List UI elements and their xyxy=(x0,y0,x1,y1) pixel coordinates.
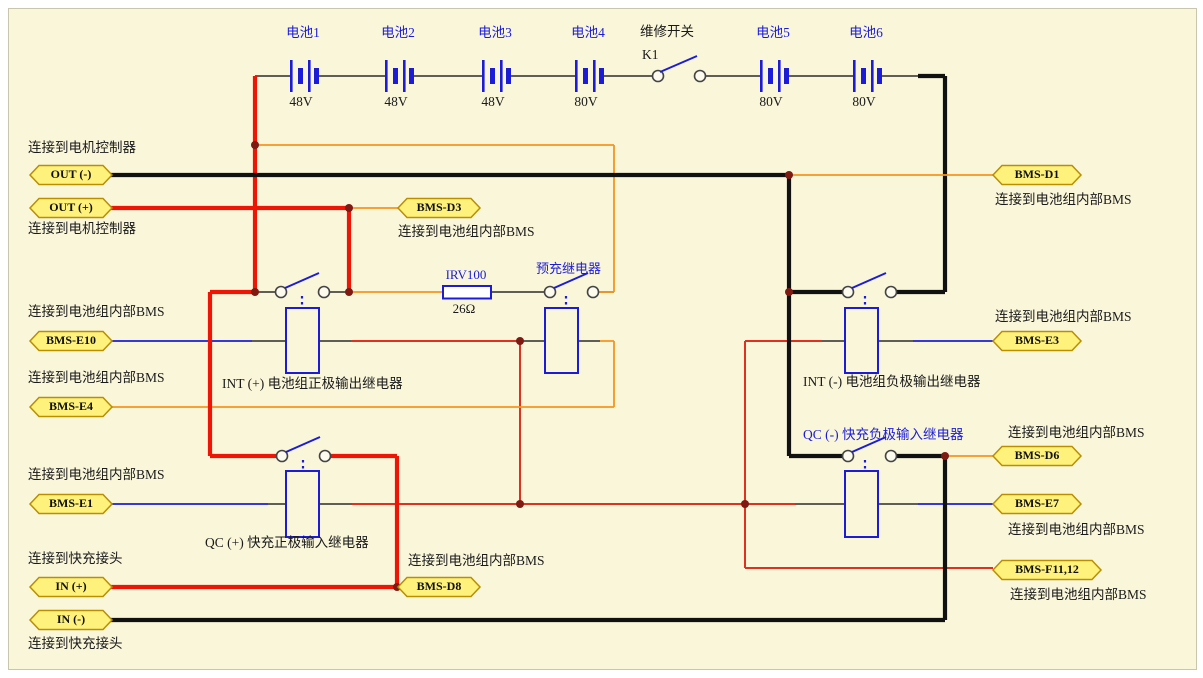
battery-6-voltage: 80V xyxy=(852,94,876,109)
relay-coil-qc-minus xyxy=(844,470,879,538)
battery-1-name: 电池1 xyxy=(286,25,320,40)
tag-bms-e7 xyxy=(991,493,1083,515)
tag-bms-e7-label: BMS-E7 xyxy=(1014,496,1059,510)
note-pack-bms-e1: 连接到电池组内部BMS xyxy=(28,467,165,482)
tag-bms-d3-label: BMS-D3 xyxy=(416,200,462,214)
tag-bms-e4 xyxy=(28,396,114,418)
battery-6-name: 电池6 xyxy=(849,25,883,40)
battery-4-name: 电池4 xyxy=(571,25,605,40)
tag-bms-d6-label: BMS-D6 xyxy=(1014,448,1060,462)
relay-label-int-minus: INT (-) 电池组负极输出继电器 xyxy=(803,374,981,389)
battery-5-voltage: 80V xyxy=(759,94,783,109)
note-pack-bms-e3: 连接到电池组内部BMS xyxy=(995,309,1132,324)
tag-bms-d8-label: BMS-D8 xyxy=(416,579,462,593)
note-pack-bms-e7: 连接到电池组内部BMS xyxy=(1008,522,1145,537)
service-switch-designator: K1 xyxy=(642,47,659,62)
note-qc-connector-bottom: 连接到快充接头 xyxy=(28,636,123,651)
wires-black-thin xyxy=(252,75,918,505)
tag-bms-d8 xyxy=(396,576,482,598)
battery-1-voltage: 48V xyxy=(289,94,313,109)
resistor-designator: IRV100 xyxy=(445,267,487,282)
note-pack-bms-d3: 连接到电池组内部BMS xyxy=(398,224,535,239)
tag-out-plus-label: OUT (+) xyxy=(49,200,93,214)
tag-bms-e10 xyxy=(28,330,114,352)
relay-label-qc-plus: QC (+) 快充正极输入继电器 xyxy=(205,535,369,550)
precharge-relay-label: 预充继电器 xyxy=(536,261,602,276)
tag-in-minus-label: IN (-) xyxy=(56,612,86,626)
note-pack-bms-d8: 连接到电池组内部BMS xyxy=(408,553,545,568)
resistor-value: 26Ω xyxy=(452,301,476,316)
note-pack-bms-f11-12: 连接到电池组内部BMS xyxy=(1010,587,1147,602)
relay-coil-precharge xyxy=(544,307,579,374)
wires-red-thin xyxy=(351,340,993,569)
actuator-links xyxy=(300,296,867,471)
tag-out-minus xyxy=(28,164,114,186)
service-switch-label: 维修开关 xyxy=(640,24,694,39)
k1-switch-terminal xyxy=(651,69,665,83)
tag-in-plus xyxy=(28,576,114,598)
battery-6-symbol xyxy=(853,60,882,92)
tag-bms-d1-label: BMS-D1 xyxy=(1014,167,1060,181)
note-pack-bms-d1: 连接到电池组内部BMS xyxy=(995,192,1132,207)
tag-bms-e4-label: BMS-E4 xyxy=(48,399,93,413)
tag-out-minus-label: OUT (-) xyxy=(50,167,92,181)
battery-2-symbol xyxy=(385,60,414,92)
relay-coil-int-minus xyxy=(844,307,879,374)
tag-bms-e3 xyxy=(991,330,1083,352)
tag-bms-e10-label: BMS-E10 xyxy=(45,333,96,347)
battery-2-name: 电池2 xyxy=(381,25,415,40)
tag-in-plus-label: IN (+) xyxy=(55,579,87,593)
battery-4-voltage: 80V xyxy=(574,94,598,109)
tag-bms-e1-label: BMS-E1 xyxy=(48,496,93,510)
battery-1-symbol xyxy=(290,60,319,92)
k1-switch-blade xyxy=(659,55,698,73)
tag-in-minus xyxy=(28,609,114,631)
relay-coils xyxy=(285,307,879,538)
wires-orange-under xyxy=(110,144,615,408)
tag-out-plus xyxy=(28,197,114,219)
battery-3-voltage: 48V xyxy=(481,94,505,109)
battery-5-symbol xyxy=(760,60,789,92)
note-pack-bms-d6: 连接到电池组内部BMS xyxy=(1008,425,1145,440)
tag-bms-e1 xyxy=(28,493,114,515)
wires-orange-over xyxy=(789,174,993,457)
note-motor-controller-top: 连接到电机控制器 xyxy=(28,140,136,155)
relay-label-qc-minus: QC (-) 快充负极输入继电器 xyxy=(803,427,964,442)
precharge-resistor-symbol xyxy=(442,285,492,300)
junction-dots xyxy=(251,141,949,591)
tag-bms-d1 xyxy=(991,164,1083,186)
tag-bms-e3-label: BMS-E3 xyxy=(1014,333,1059,347)
battery-3-symbol xyxy=(482,60,511,92)
battery-4-symbol xyxy=(575,60,604,92)
battery-2-voltage: 48V xyxy=(384,94,408,109)
note-pack-bms-e10: 连接到电池组内部BMS xyxy=(28,304,165,319)
tag-bms-d6 xyxy=(991,445,1083,467)
relay-coil-qc-plus xyxy=(285,470,320,538)
note-motor-controller-bottom: 连接到电机控制器 xyxy=(28,221,136,236)
tag-bms-d3 xyxy=(396,197,482,219)
note-pack-bms-e4: 连接到电池组内部BMS xyxy=(28,370,165,385)
contact-blades xyxy=(284,55,887,453)
battery-symbols xyxy=(290,60,882,92)
contact-terminals xyxy=(274,69,898,463)
relay-label-int-plus: INT (+) 电池组正极输出继电器 xyxy=(222,376,403,391)
wires-blue xyxy=(105,340,993,505)
tag-bms-f11-12-label: BMS-F11,12 xyxy=(1015,562,1079,576)
wires-red-power xyxy=(105,76,400,590)
net-tags xyxy=(28,164,1103,631)
wires-black-power xyxy=(105,73,948,623)
battery-3-name: 电池3 xyxy=(478,25,512,40)
k1-switch-terminal xyxy=(693,69,707,83)
tag-bms-f11-12 xyxy=(991,559,1103,581)
relay-coil-int-plus xyxy=(285,307,320,374)
note-qc-connector-top: 连接到快充接头 xyxy=(28,551,123,566)
battery-5-name: 电池5 xyxy=(756,25,790,40)
